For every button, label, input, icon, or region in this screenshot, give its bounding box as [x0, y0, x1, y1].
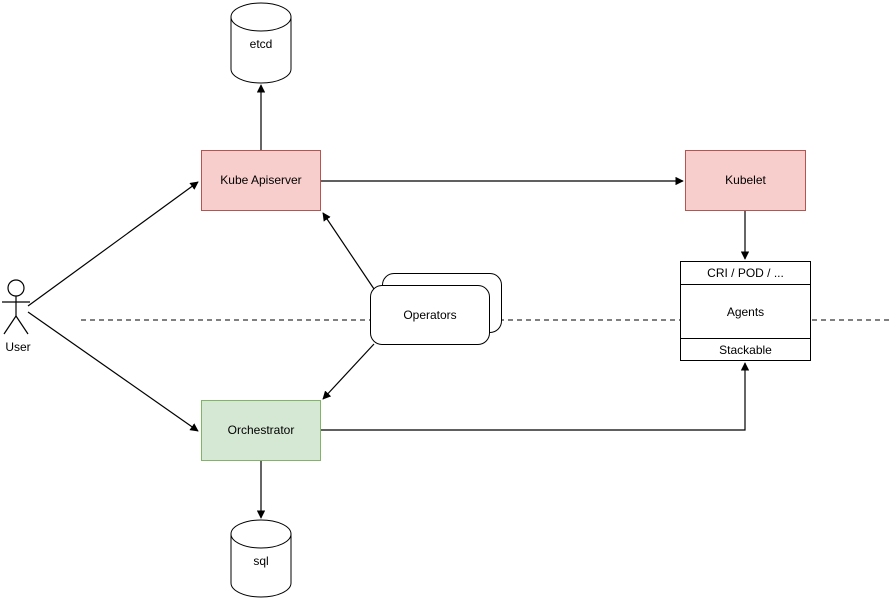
node-agents-footer: Stackable	[681, 338, 810, 360]
node-kube-apiserver-label: Kube Apiserver	[220, 173, 302, 188]
node-agents-header: CRI / POD / ...	[681, 262, 810, 285]
edge-user-to-orchestrator	[27, 311, 199, 432]
node-etcd-label: etcd	[249, 37, 273, 51]
node-agents[interactable]: CRI / POD / ... Agents Stackable	[680, 261, 811, 361]
node-agents-body: Agents	[726, 304, 765, 319]
edge-orchestrator-to-agents	[321, 362, 750, 431]
node-sql-label: sql	[253, 554, 269, 568]
node-operators[interactable]: Operators	[370, 273, 504, 347]
node-orchestrator[interactable]: Orchestrator	[201, 400, 321, 461]
edge-operators-to-apiserver	[322, 212, 375, 290]
actor-icon	[2, 279, 30, 335]
node-orchestrator-label: Orchestrator	[227, 423, 295, 438]
node-kubelet-label: Kubelet	[725, 173, 766, 188]
node-kube-apiserver[interactable]: Kube Apiserver	[201, 150, 321, 211]
node-kubelet[interactable]: Kubelet	[685, 150, 806, 211]
node-user-label: User	[5, 340, 31, 354]
node-sql[interactable]: sql	[230, 519, 292, 599]
edge-operators-to-orchestrator	[322, 343, 375, 400]
node-operators-label: Operators	[403, 308, 457, 322]
cylinder-icon	[230, 519, 292, 598]
node-user[interactable]: User	[2, 278, 46, 358]
cylinder-icon	[230, 2, 292, 84]
node-operators-front-card[interactable]: Operators	[370, 285, 490, 345]
edge-user-to-apiserver	[27, 181, 199, 307]
node-etcd[interactable]: etcd	[230, 2, 292, 84]
